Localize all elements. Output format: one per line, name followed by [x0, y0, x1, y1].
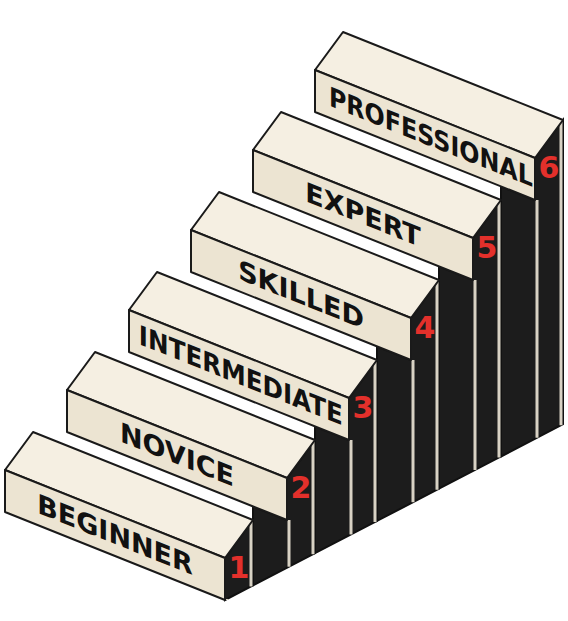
step-number: 1	[225, 552, 253, 584]
step-number: 2	[287, 472, 315, 504]
level-text: SKILLED	[238, 249, 364, 341]
column-edge-line	[412, 360, 415, 502]
column-edge-line	[498, 202, 501, 458]
step-number: 5	[473, 232, 501, 264]
level-label: PROFESSIONAL	[315, 70, 535, 200]
column-edge-line	[536, 200, 539, 438]
column-edge-line	[374, 362, 377, 522]
level-label: NOVICE	[67, 390, 287, 520]
column-edge-line	[250, 522, 253, 586]
level-text: EXPERT	[305, 171, 421, 259]
step-number: 3	[349, 392, 377, 424]
column-edge-line	[474, 280, 477, 470]
column-edge-line	[560, 122, 563, 425]
level-text: NOVICE	[120, 411, 234, 499]
level-label: BEGINNER	[5, 470, 225, 600]
column-edge-line	[436, 282, 439, 490]
column-edge-line	[350, 440, 353, 534]
level-label: SKILLED	[191, 230, 411, 360]
level-label: INTERMEDIATE	[129, 310, 349, 440]
step-number: 4	[411, 312, 439, 344]
column-edge-line	[312, 442, 315, 554]
step-front-face	[5, 470, 225, 600]
level-text: INTERMEDIATE	[139, 314, 343, 438]
level-text: BEGINNER	[37, 483, 193, 587]
step-block: PROFESSIONAL6	[315, 30, 565, 250]
step-number: 6	[535, 152, 563, 184]
level-text: PROFESSIONAL	[329, 76, 533, 200]
level-label: EXPERT	[253, 150, 473, 280]
column-edge-line	[288, 520, 291, 567]
